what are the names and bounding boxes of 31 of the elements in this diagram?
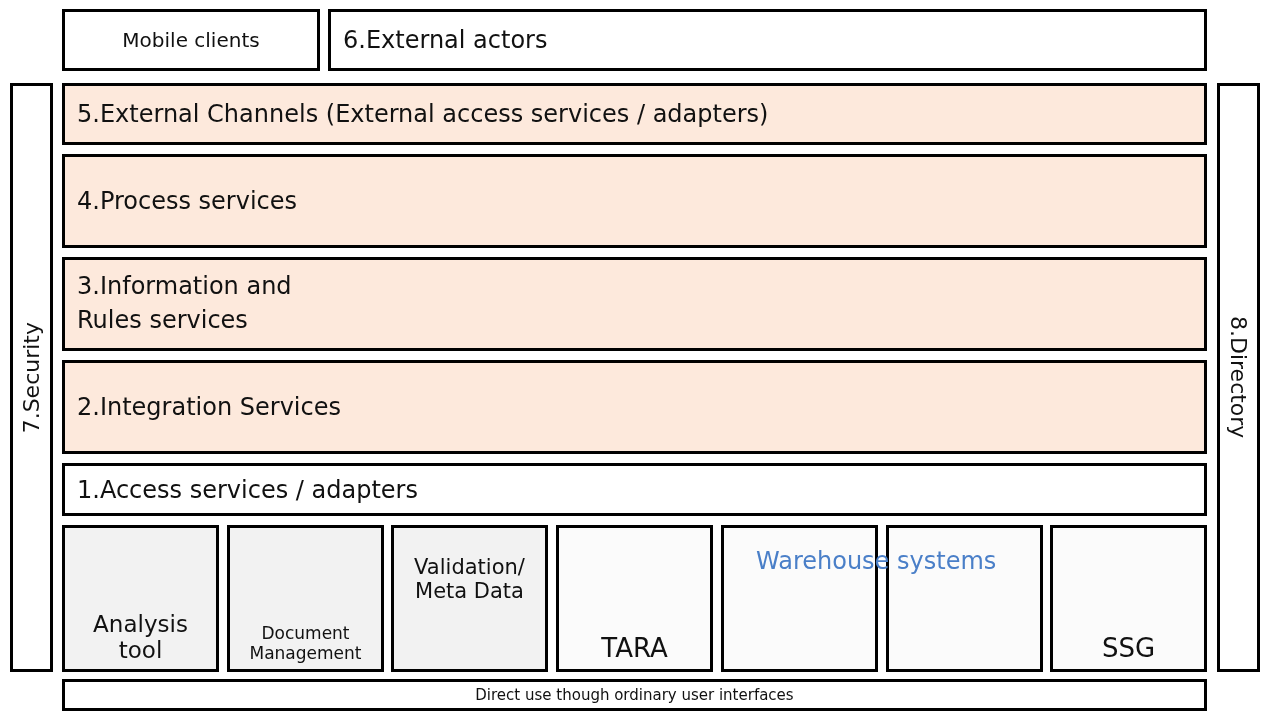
- system-box: [886, 525, 1043, 672]
- side-layer-box: [1217, 83, 1260, 672]
- layer-name: Validation/ Meta Data: [413, 554, 526, 603]
- system-box: [391, 525, 548, 672]
- layer-box: [62, 9, 320, 71]
- layer-name: Direct use though ordinary user interfaces: [475, 686, 794, 704]
- layer-name: TARA: [601, 633, 668, 663]
- layer-name: 5.External Channels (External access services / adapters): [77, 100, 769, 128]
- layer-box: [62, 154, 1207, 248]
- layer-name: Analysis tool: [92, 611, 189, 663]
- side-layer-box: [10, 83, 53, 672]
- layer-box: [62, 463, 1207, 516]
- layer-box: [328, 9, 1207, 71]
- layer-name: 3.Information and Rules services: [77, 271, 293, 336]
- layer-name: SSG: [1101, 633, 1156, 663]
- system-box: [556, 525, 713, 672]
- system-box: [1050, 525, 1207, 672]
- system-box: [227, 525, 384, 672]
- layer-box: [62, 257, 1207, 351]
- layer-name: 2.Integration Services: [77, 393, 341, 421]
- layer-name: Mobile clients: [122, 28, 260, 52]
- layer-name: 6.External actors: [343, 26, 548, 54]
- layer-box: [62, 83, 1207, 145]
- layer-name: 8.Directory: [1226, 316, 1251, 439]
- layer-box: [62, 679, 1207, 711]
- layer-name: 4.Process services: [77, 187, 298, 215]
- layer-name: Document Management: [248, 623, 363, 663]
- system-box: [62, 525, 219, 672]
- layer-name: 1.Access services / adapters: [77, 475, 418, 504]
- layer-box: [62, 360, 1207, 454]
- layer-name: 7.Security: [19, 321, 44, 434]
